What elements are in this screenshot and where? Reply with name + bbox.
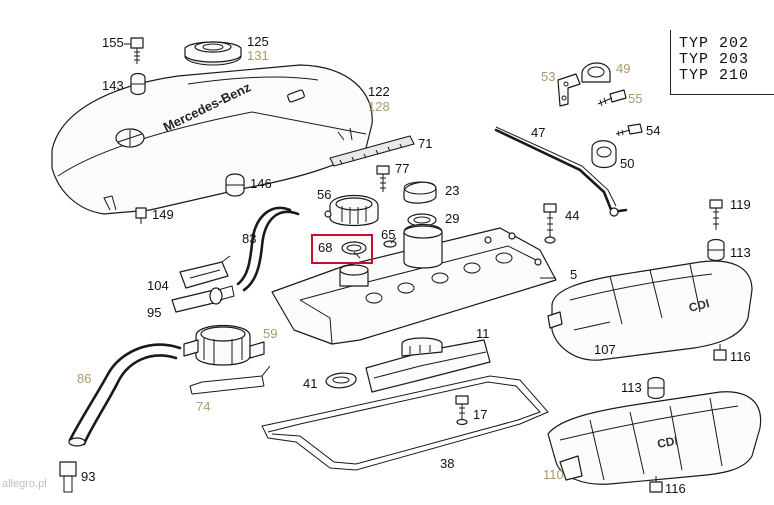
gasket-41: [325, 372, 357, 389]
bolt-119: [709, 199, 723, 209]
label-56: 56: [317, 187, 332, 202]
label-47: 47: [531, 125, 546, 140]
label-110: 110: [543, 467, 564, 482]
label-50: 50: [620, 156, 635, 171]
watermark: allegro.pl: [2, 478, 47, 490]
plug-93: [59, 461, 77, 477]
label-54: 54: [646, 123, 661, 138]
label-149: 149: [152, 207, 174, 222]
label-23: 23: [445, 183, 460, 198]
label-104: 104: [147, 278, 169, 293]
engine-cover-110: [547, 391, 762, 485]
label-95: 95: [147, 305, 162, 320]
highlight-box-68: [311, 234, 373, 264]
hose-86: [68, 343, 182, 442]
label-113a: 113: [730, 245, 751, 260]
bolt-77: [376, 165, 390, 175]
label-77: 77: [395, 161, 410, 176]
label-44: 44: [565, 208, 580, 223]
cylinder-head-cover-5: [271, 227, 557, 345]
bracket-53: [557, 73, 581, 107]
label-38: 38: [440, 456, 455, 471]
label-125: 125: [247, 34, 269, 49]
label-93: 93: [81, 469, 96, 484]
gasket-38: [261, 375, 549, 471]
label-74: 74: [196, 399, 211, 414]
type-line-2: TYP 203: [679, 51, 750, 68]
clip-116b: [649, 481, 663, 493]
label-122: 122: [368, 84, 390, 99]
label-131: 131: [247, 48, 269, 63]
clamp-49: [581, 62, 611, 83]
bolt-44: [543, 203, 557, 213]
bolt-17: [455, 395, 469, 405]
hose-83: [242, 210, 300, 292]
cap-23: [403, 181, 437, 204]
label-71: 71: [418, 136, 433, 151]
ring-65: [383, 240, 397, 248]
label-11: 11: [476, 326, 490, 341]
type-box: TYP 202 TYP 203 TYP 210: [670, 30, 774, 95]
clip-50: [591, 140, 617, 169]
label-68: 68: [318, 240, 333, 255]
label-53: 53: [541, 69, 556, 84]
label-59: 59: [263, 326, 278, 341]
label-86: 86: [77, 371, 92, 386]
label-143: 143: [102, 78, 124, 93]
bracket-104: [179, 261, 229, 289]
label-5: 5: [570, 267, 578, 282]
badge-110: CDI: [656, 434, 679, 451]
label-55: 55: [628, 91, 643, 106]
clip-149: [135, 207, 147, 219]
seal-strip-71: [329, 135, 415, 167]
label-17: 17: [473, 407, 488, 422]
bolt-55: [609, 89, 627, 103]
side-cover-107: [551, 260, 753, 361]
bracket-74: [189, 365, 271, 395]
label-41: 41: [303, 376, 318, 391]
label-113b: 113: [621, 380, 642, 395]
label-65: 65: [381, 227, 396, 242]
label-29: 29: [445, 211, 460, 226]
label-49: 49: [616, 61, 631, 76]
type-line-3: TYP 210: [679, 67, 750, 84]
label-146: 146: [250, 176, 272, 191]
bolt-54: [627, 123, 643, 135]
label-119: 119: [730, 197, 751, 212]
seal-68: [341, 241, 367, 255]
type-line-1: TYP 202: [679, 35, 750, 52]
label-155: 155: [102, 35, 124, 50]
label-128: 128: [368, 99, 390, 114]
bolt-155: [130, 37, 144, 49]
badge-107: CDI: [687, 296, 710, 315]
label-83: 83: [242, 231, 257, 246]
clip-116a: [713, 349, 727, 361]
label-116b: 116: [665, 481, 686, 496]
label-107: 107: [594, 342, 616, 357]
label-116a: 116: [730, 349, 751, 364]
